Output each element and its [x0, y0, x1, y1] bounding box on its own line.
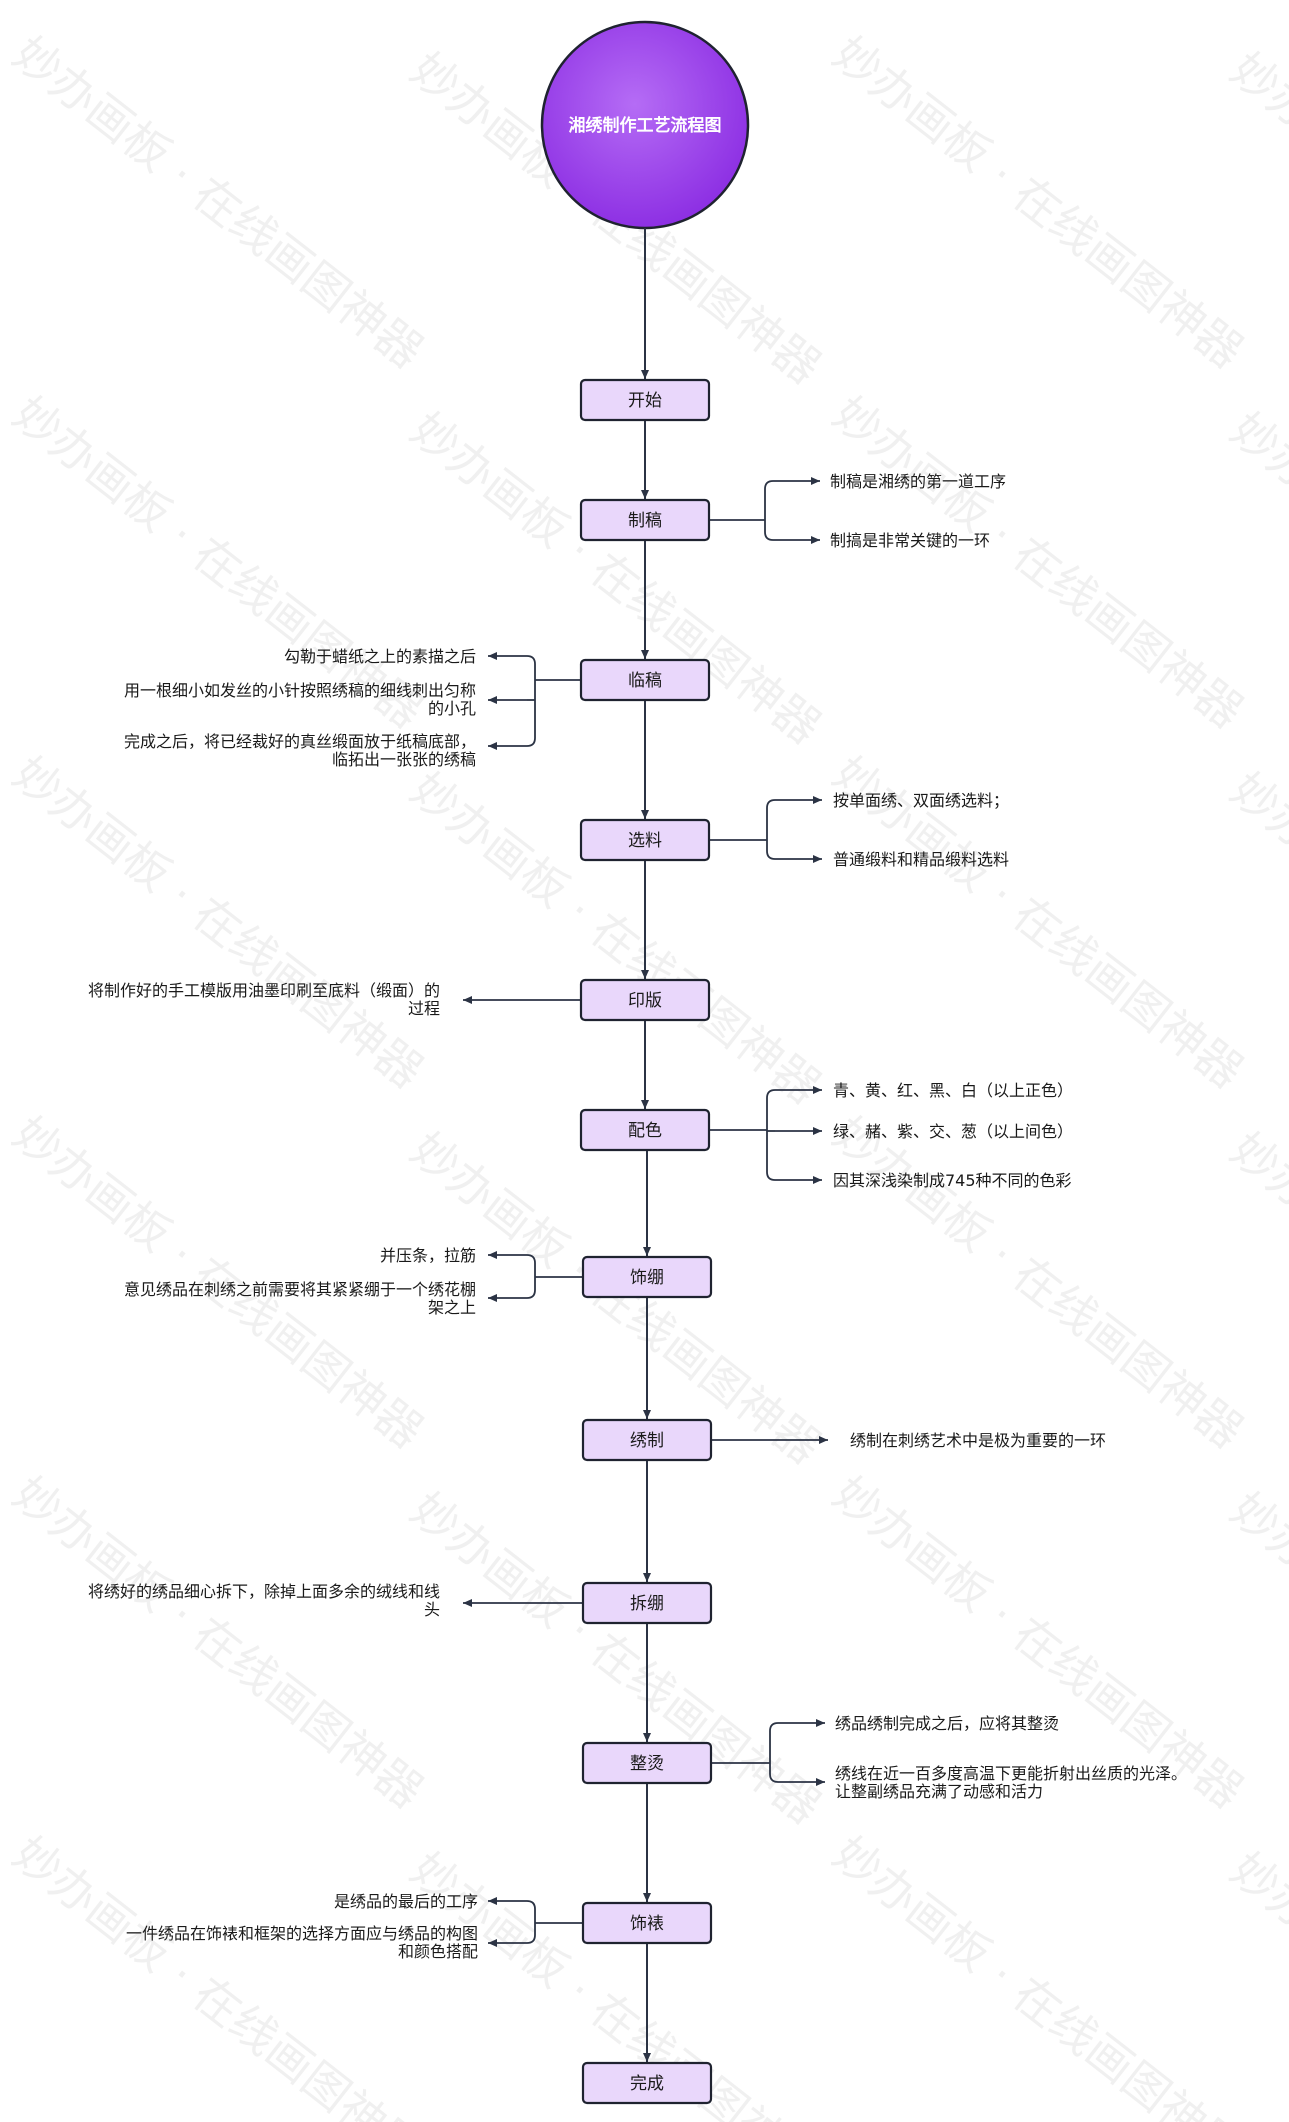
step-node-material[interactable]: 选料: [579, 818, 711, 862]
step-box: [581, 1581, 713, 1625]
step-label: 整烫: [630, 1754, 664, 1774]
watermark-text: 妙办画板 · 在线画图神器: [1221, 1842, 1289, 2122]
annotation-text: 因其深浅染制成745种不同的色彩: [833, 1171, 1072, 1190]
annotation-text: 并压条，拉筋: [380, 1246, 476, 1265]
branch-line: [764, 520, 774, 541]
step-node-print[interactable]: 印版: [579, 978, 711, 1022]
step-node-frame[interactable]: 饰绷: [581, 1255, 713, 1299]
step-box: [579, 818, 711, 862]
step-box: [579, 498, 711, 542]
step-box: [581, 1741, 713, 1785]
branch-line: [769, 1722, 779, 1763]
step-label: 制稿: [628, 511, 662, 531]
step-node-finish[interactable]: 完成: [581, 2061, 713, 2105]
branch-line: [766, 799, 776, 840]
watermark-text: 妙办画板 · 在线画图神器: [3, 746, 433, 1099]
watermark-text: 妙办画板 · 在线画图神器: [3, 1826, 433, 2122]
step-node-mount[interactable]: 饰裱: [581, 1901, 713, 1945]
branches-layer: [463, 477, 828, 1947]
watermark-text: 妙办画板 · 在线画图神器: [3, 26, 433, 379]
annotation-text: 按单面绣、双面绣选料；: [833, 791, 1009, 810]
step-label: 印版: [628, 991, 662, 1011]
annotation-text: 将制作好的手工模版用油墨印刷至底料（缎面）的过程: [88, 981, 440, 1018]
step-label: 绣制: [630, 1431, 664, 1451]
branch-line: [526, 680, 536, 747]
edges-layer: [641, 228, 651, 2062]
step-label: 拆绷: [630, 1594, 664, 1614]
step-box: [579, 1108, 711, 1152]
branch-line: [526, 1900, 536, 1923]
annotation-text: 是绣品的最后的工序: [334, 1892, 478, 1911]
branch-line: [526, 1277, 536, 1299]
watermark-text: 妙办画板 · 在线画图神器: [3, 1466, 433, 1819]
annotation-text: 一件绣品在饰裱和框架的选择方面应与绣品的构图和颜色搭配: [126, 1924, 478, 1961]
annotation-text: 绿、赭、紫、交、葱（以上间色）: [833, 1122, 1073, 1141]
notes-layer: 制稿是湘绣的第一道工序制搞是非常关键的一环勾勒于蜡纸之上的素描之后用一根细小如发…: [88, 472, 1187, 1961]
branch-line: [769, 1763, 779, 1783]
watermark-text: 妙办画板 · 在线画图神器: [823, 386, 1253, 739]
step-box: [579, 378, 711, 422]
step-box: [579, 658, 711, 702]
step-box: [581, 2061, 713, 2105]
branch-line: [526, 655, 536, 680]
branch-line: [766, 1089, 776, 1130]
step-node-iron[interactable]: 整烫: [581, 1741, 713, 1785]
annotation-text: 制搞是非常关键的一环: [830, 531, 990, 550]
annotation-text: 青、黄、红、黑、白（以上正色）: [833, 1081, 1073, 1100]
step-node-color[interactable]: 配色: [579, 1108, 711, 1152]
step-label: 饰裱: [630, 1914, 664, 1934]
watermark-text: 妙办画板 · 在线画图神器: [823, 1106, 1253, 1459]
step-label: 饰绷: [630, 1268, 664, 1288]
step-node-trace[interactable]: 临稿: [579, 658, 711, 702]
step-box: [581, 1255, 713, 1299]
annotation-text: 绣线在近一百多度高温下更能折射出丝质的光泽。让整副绣品充满了动感和活力: [835, 1764, 1187, 1801]
step-label: 开始: [628, 391, 662, 411]
step-node-draft[interactable]: 制稿: [579, 498, 711, 542]
branch-line: [526, 1923, 536, 1944]
step-box: [581, 1418, 713, 1462]
annotation-text: 勾勒于蜡纸之上的素描之后: [284, 647, 476, 666]
annotation-text: 绣制在刺绣艺术中是极为重要的一环: [850, 1431, 1106, 1450]
annotation-text: 意见绣品在刺绣之前需要将其紧紧绷于一个绣花棚架之上: [124, 1280, 476, 1317]
branch-line: [766, 1130, 776, 1181]
step-label: 选料: [628, 831, 662, 851]
step-node-unframe[interactable]: 拆绷: [581, 1581, 713, 1625]
watermark-text: 妙办画板 · 在线画图神器: [823, 1826, 1253, 2122]
step-label: 临稿: [628, 671, 662, 691]
annotation-text: 制稿是湘绣的第一道工序: [830, 472, 1006, 491]
branch-line: [764, 480, 774, 520]
step-node-start[interactable]: 开始: [579, 378, 711, 422]
watermark-text: 妙办画板 · 在线画图神器: [823, 26, 1253, 379]
annotation-text: 将绣好的绣品细心拆下，除掉上面多余的绒线和线头: [88, 1582, 440, 1619]
annotation-text: 普通缎料和精品缎料选料: [833, 850, 1009, 869]
branch-line: [526, 1254, 536, 1277]
step-label: 完成: [630, 2074, 664, 2094]
annotation-text: 用一根细小如发丝的小针按照绣稿的细线刺出匀称的小孔: [124, 681, 476, 718]
step-label: 配色: [628, 1121, 662, 1141]
branch-line: [766, 840, 776, 860]
annotation-text: 完成之后，将已经裁好的真丝缎面放于纸稿底部，临拓出一张张的绣稿: [124, 732, 476, 769]
annotation-text: 绣品绣制完成之后，应将其整烫: [835, 1714, 1059, 1733]
step-box: [581, 1901, 713, 1945]
title-node[interactable]: 湘绣制作工艺流程图: [540, 20, 750, 230]
diagram-title: 湘绣制作工艺流程图: [569, 115, 722, 136]
step-box: [579, 978, 711, 1022]
step-node-embroider[interactable]: 绣制: [581, 1418, 713, 1462]
